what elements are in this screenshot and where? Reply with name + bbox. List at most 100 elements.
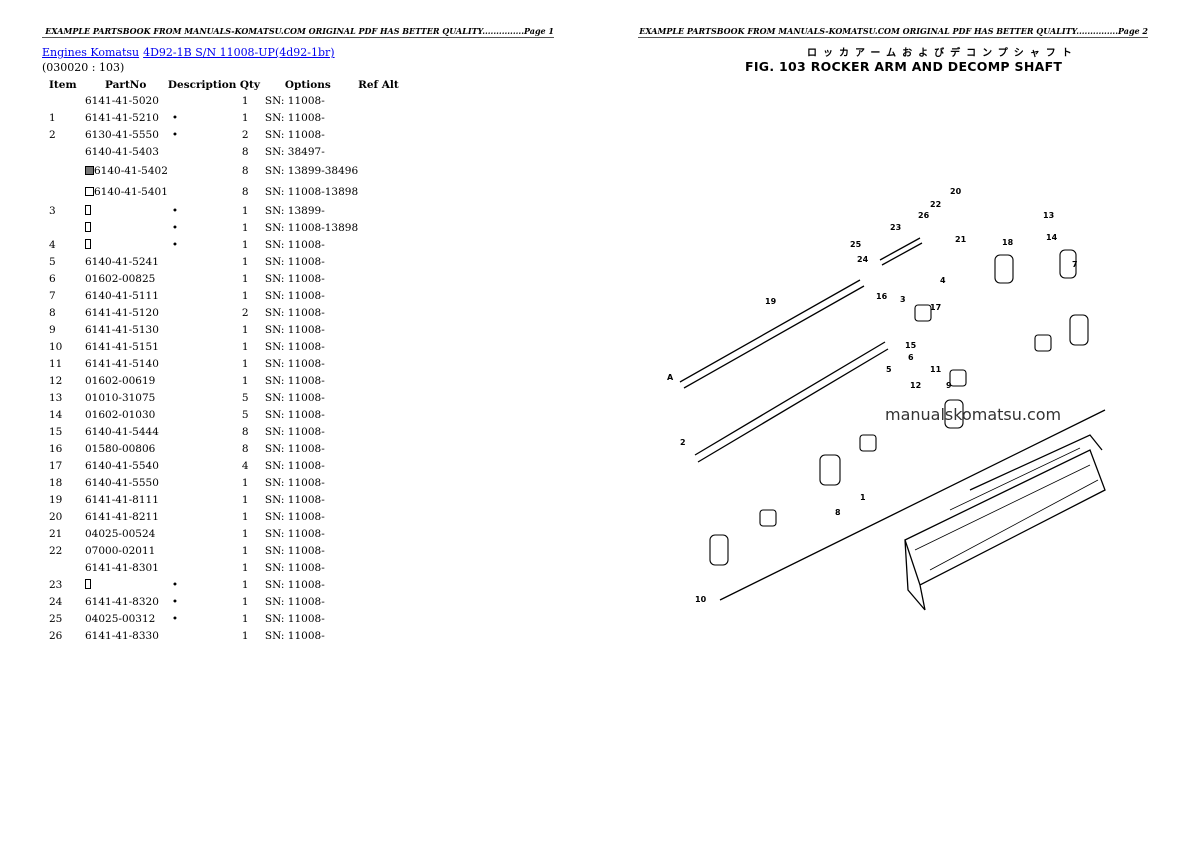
- callout-label: 13: [1043, 211, 1054, 220]
- table-row: 7 6140-41-5111 1 SN: 11008-: [42, 287, 399, 304]
- cell-item: [42, 181, 85, 202]
- figure-title-japanese: ロッカアームおよびデコンプシャフト: [807, 48, 1078, 59]
- cell-qty: 1: [241, 527, 249, 540]
- cell-qty: 1: [241, 255, 249, 268]
- partno-text: 6141-41-5151: [85, 340, 159, 353]
- cell-description: [168, 92, 240, 109]
- cell-description: •: [171, 128, 179, 141]
- cell-partno: 6141-41-8301: [85, 559, 168, 576]
- cell-item: 18: [49, 476, 63, 489]
- cell-options: SN: 11008-: [264, 238, 325, 251]
- table-row: 6140-41-5403 8 SN: 38497-: [42, 143, 399, 160]
- cell-partno: [85, 236, 168, 253]
- cell-description: [168, 406, 240, 423]
- cell-item: 15: [49, 425, 63, 438]
- breadcrumb-link-engines[interactable]: Engines Komatsu: [42, 46, 140, 59]
- cell-options: SN: 11008-: [264, 578, 325, 591]
- callout-label: 19: [765, 297, 777, 306]
- cell-qty: 1: [241, 561, 249, 574]
- callout-label: 24: [857, 255, 869, 264]
- partno-text: 6140-41-5402: [94, 164, 168, 177]
- partno-text: 01602-00825: [85, 272, 156, 285]
- cell-qty: 1: [241, 374, 249, 387]
- cell-options: SN: 11008-: [264, 459, 325, 472]
- cell-qty: 8: [241, 425, 249, 438]
- cell-options: SN: 11008-: [264, 255, 325, 268]
- cell-qty: 2: [241, 306, 249, 319]
- cell-qty: 1: [241, 204, 249, 217]
- cell-partno: 6140-41-5111: [85, 287, 168, 304]
- header-options: Options: [284, 78, 331, 91]
- cell-item: 21: [49, 527, 63, 540]
- cell-description: [168, 423, 240, 440]
- table-row: 6 01602-00825 1 SN: 11008-: [42, 270, 399, 287]
- partno-text: 6141-41-5130: [85, 323, 159, 336]
- rocker-arms: [709, 249, 1089, 566]
- marker-icon: [85, 204, 91, 215]
- cell-item: 6: [49, 272, 56, 285]
- cell-description: [168, 389, 240, 406]
- cell-options: SN: 11008-: [264, 111, 325, 124]
- cell-partno: 6141-41-5140: [85, 355, 168, 372]
- cell-qty: 5: [241, 391, 249, 404]
- cell-item: 23: [49, 578, 63, 591]
- cell-item: 1: [49, 111, 56, 124]
- cell-description: [168, 525, 240, 542]
- cell-partno: 6141-41-8111: [85, 491, 168, 508]
- cell-description: [168, 287, 240, 304]
- cell-options: SN: 11008-: [264, 374, 325, 387]
- cell-description: [168, 508, 240, 525]
- table-row: 5 6140-41-5241 1 SN: 11008-: [42, 253, 399, 270]
- callout-label: 16: [876, 292, 888, 301]
- cell-description: [168, 321, 240, 338]
- table-row: 24 6141-41-8320 • 1 SN: 11008-: [42, 593, 399, 610]
- cell-partno: 6140-41-5540: [85, 457, 168, 474]
- base-line: [719, 409, 1106, 601]
- cell-item: 20: [49, 510, 63, 523]
- cell-item: 10: [49, 340, 63, 353]
- table-row: 26 6141-41-8330 1 SN: 11008-: [42, 627, 399, 644]
- cell-item: 7: [49, 289, 56, 302]
- cell-description: [168, 270, 240, 287]
- cell-partno: [85, 202, 168, 219]
- marker-icon: [85, 578, 91, 589]
- callout-label: 2: [680, 438, 686, 447]
- table-row: 21 04025-00524 1 SN: 11008-: [42, 525, 399, 542]
- table-row: 18 6140-41-5550 1 SN: 11008-: [42, 474, 399, 491]
- cell-description: •: [171, 612, 179, 625]
- cell-partno: 6130-41-5550: [85, 126, 168, 143]
- cell-partno: [85, 219, 168, 236]
- cell-options: SN: 11008-: [264, 306, 325, 319]
- table-row: 9 6141-41-5130 1 SN: 11008-: [42, 321, 399, 338]
- cell-qty: 1: [241, 476, 249, 489]
- cell-qty: 1: [241, 221, 249, 234]
- callout-label: 18: [1002, 238, 1014, 247]
- cell-qty: 4: [241, 459, 249, 472]
- callout-label: 20: [950, 187, 962, 196]
- cell-partno: 01010-31075: [85, 389, 168, 406]
- cell-options: SN: 11008-: [264, 544, 325, 557]
- cell-item: 12: [49, 374, 63, 387]
- cell-item: 24: [49, 595, 63, 608]
- cell-options: SN: 11008-: [264, 629, 325, 642]
- cell-description: [168, 559, 240, 576]
- rocker-shaft: [694, 341, 889, 463]
- marker-icon: [85, 186, 94, 196]
- cell-item: [42, 92, 85, 109]
- partno-text: 6140-41-5540: [85, 459, 159, 472]
- callout-label: 25: [850, 240, 862, 249]
- callout-label: 1: [860, 493, 866, 502]
- cell-description: [168, 338, 240, 355]
- cell-description: •: [171, 221, 179, 234]
- parts-table: Item PartNo Description Qty Options Ref …: [42, 77, 399, 644]
- cell-partno: 6141-41-8211: [85, 508, 168, 525]
- callout-label: 9: [946, 381, 952, 390]
- cell-qty: 1: [241, 289, 249, 302]
- table-row: 23 • 1 SN: 11008-: [42, 576, 399, 593]
- cell-options: SN: 11008-: [264, 493, 325, 506]
- cell-partno: 6140-41-5550: [85, 474, 168, 491]
- breadcrumb-link-model[interactable]: 4D92-1B S/N 11008-UP(4d92-1br): [143, 46, 335, 59]
- cell-description: •: [171, 578, 179, 591]
- cell-options: SN: 11008-: [264, 94, 325, 107]
- cell-item: 5: [49, 255, 56, 268]
